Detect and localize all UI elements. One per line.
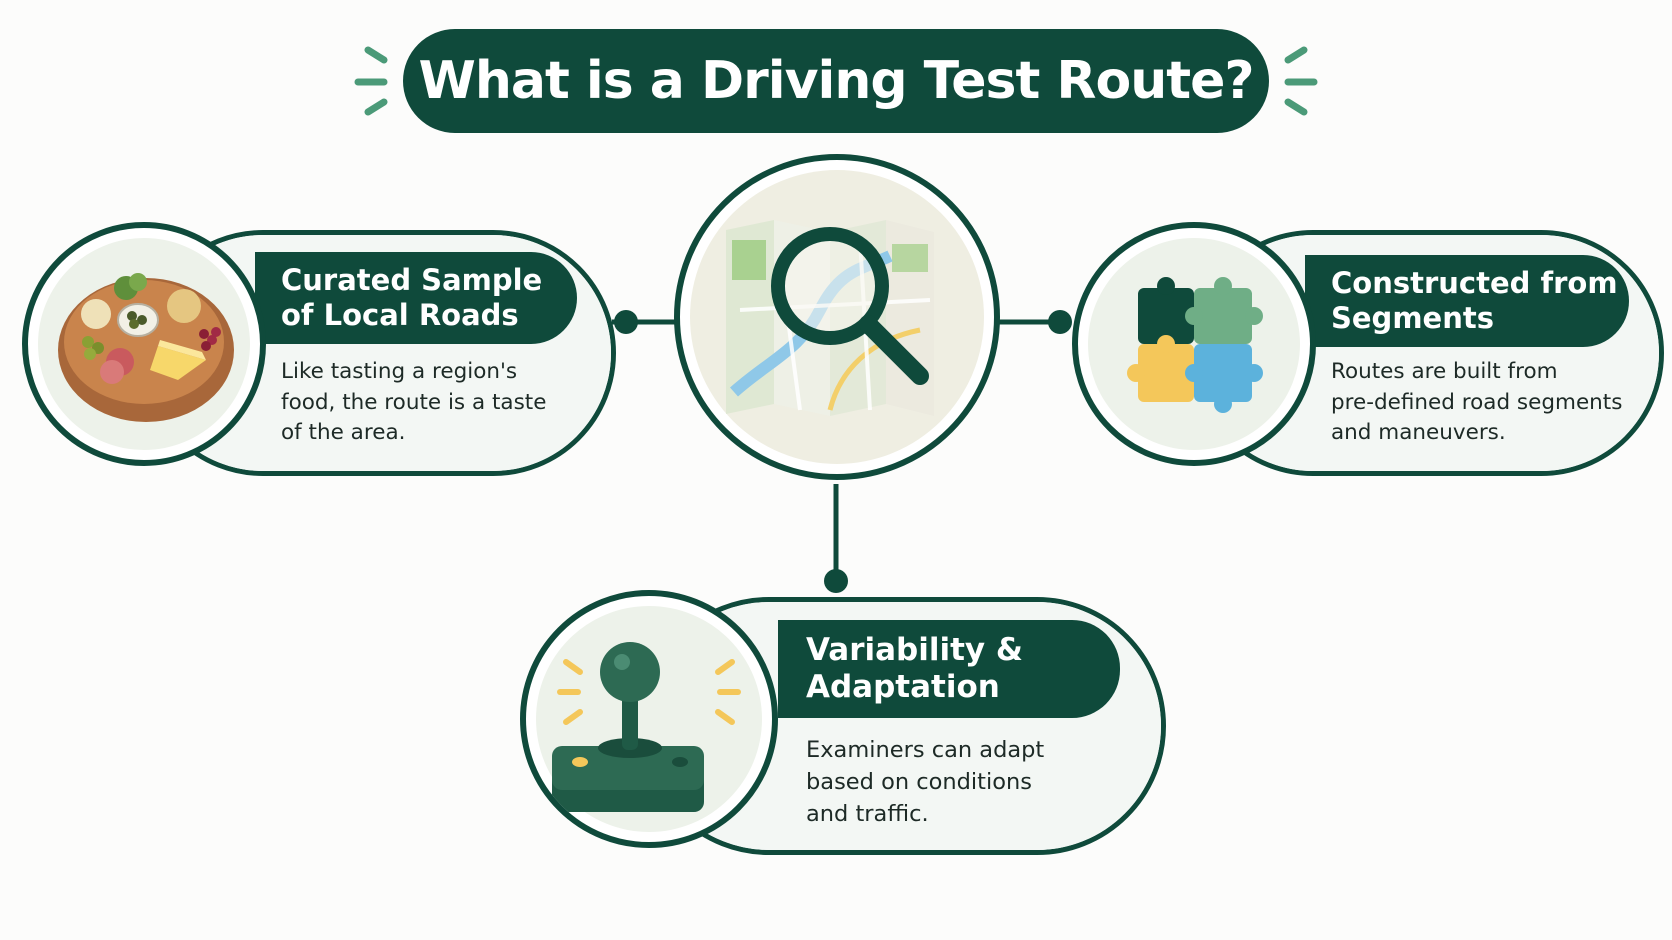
joystick-icon	[552, 642, 741, 812]
card-variability-adaptation-icon-circle	[520, 590, 778, 848]
card-title-line: Segments	[1331, 301, 1494, 335]
connector-node-left	[614, 310, 638, 334]
card-title-line: Constructed from	[1331, 266, 1618, 301]
card-variability-adaptation-heading: Variability & Adaptation	[778, 620, 1120, 718]
card-constructed-segments-icon-circle	[1072, 222, 1316, 466]
card-variability-adaptation-body: Examiners can adapt based on conditions …	[806, 735, 1044, 831]
cheese-board-icon	[58, 273, 234, 422]
puzzle-pieces-icon	[1127, 277, 1263, 413]
card-title-line: Variability &	[806, 631, 1023, 668]
burst-right-icon	[1284, 46, 1318, 116]
card-title-line: Adaptation	[806, 669, 1000, 705]
card-body-line: and maneuvers.	[1331, 420, 1506, 446]
card-curated-sample-body: Like tasting a region's food, the route …	[281, 357, 546, 449]
card-curated-sample-heading: Curated Sample of Local Roads	[255, 252, 577, 344]
card-title-line: Curated Sample	[281, 263, 543, 298]
card-body-line: Like tasting a region's	[281, 359, 518, 384]
card-body-line: food, the route is a taste	[281, 389, 547, 415]
page-title: What is a Driving Test Route?	[403, 29, 1269, 133]
card-body-line: based on conditions	[806, 768, 1032, 795]
card-body-line: Routes are built from	[1331, 359, 1558, 384]
connector-node-bottom	[824, 569, 848, 593]
card-body-line: Examiners can adapt	[806, 737, 1045, 763]
card-curated-sample-icon-circle	[22, 222, 266, 466]
connector-node-right	[1048, 310, 1072, 334]
card-constructed-segments-heading: Constructed from Segments	[1305, 255, 1629, 347]
burst-left-icon	[354, 46, 388, 116]
center-hub	[674, 154, 1000, 480]
card-title-line: of Local Roads	[281, 298, 519, 332]
map-magnifier-icon	[726, 220, 934, 416]
card-body-line: of the area.	[281, 420, 406, 446]
page-title-text: What is a Driving Test Route?	[418, 51, 1254, 111]
card-body-line: pre-defined road segments	[1331, 389, 1623, 415]
card-body-line: and traffic.	[806, 800, 929, 827]
card-constructed-segments-body: Routes are built from pre-defined road s…	[1331, 357, 1622, 449]
